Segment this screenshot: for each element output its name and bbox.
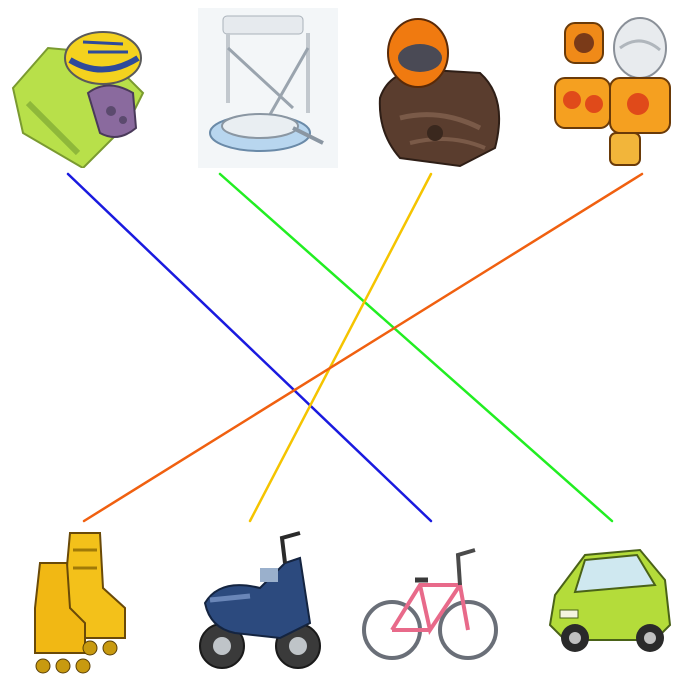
line-bike-gear-to-bicycle: [68, 174, 431, 521]
line-skate-gear-to-inline-skates: [84, 174, 642, 521]
line-car-seat-to-car: [220, 174, 612, 521]
